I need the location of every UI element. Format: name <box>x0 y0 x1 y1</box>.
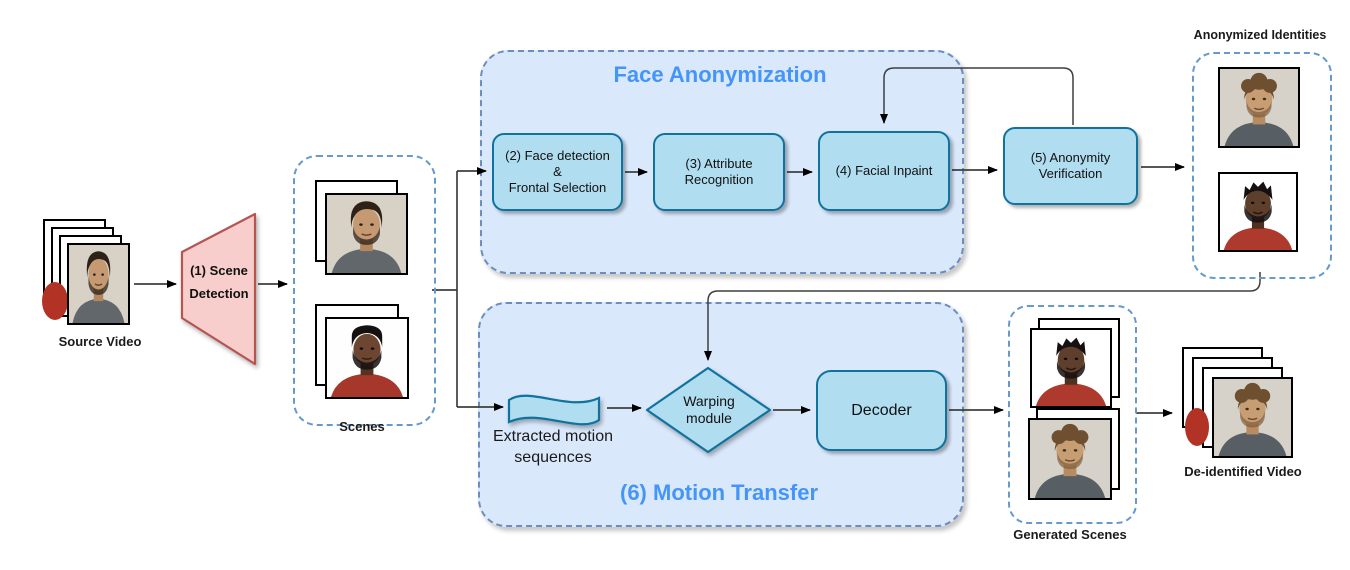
scene-top-photo <box>325 193 408 275</box>
node-facial-inpaint: (4) Facial Inpaint <box>818 131 950 211</box>
node-anonymity-verification: (5) Anonymity Verification <box>1003 127 1138 205</box>
node-face-detection: (2) Face detection & Frontal Selection <box>492 133 623 211</box>
source-red-shirt-peek <box>42 282 68 320</box>
generated-scenes-box <box>1008 305 1137 524</box>
anonymized-identities-box <box>1192 52 1332 279</box>
scene-bottom-photo <box>325 317 409 399</box>
motion-transfer-title: (6) Motion Transfer <box>619 480 819 505</box>
anonymized-bottom-photo <box>1218 172 1298 252</box>
deid-red-shirt-peek <box>1185 408 1209 446</box>
anonymized-top-photo <box>1218 67 1300 148</box>
generated-bottom-photo <box>1028 418 1112 500</box>
deidentified-video-label: De-identified Video <box>1184 464 1302 479</box>
anonymized-identities-label: Anonymized Identities <box>1193 28 1327 42</box>
generated-top-photo <box>1030 328 1112 408</box>
source-video-label: Source Video <box>58 334 142 349</box>
warping-module-label: Warping module <box>683 393 735 426</box>
node-decoder: Decoder <box>816 370 947 451</box>
face-anonymization-title: Face Anonymization <box>613 62 827 87</box>
source-video-photo <box>67 243 130 325</box>
extracted-motion-label: Extracted motion sequences <box>492 428 614 466</box>
scenes-label: Scenes <box>339 419 385 434</box>
scenes-group-box <box>293 155 436 426</box>
generated-scenes-label: Generated Scenes <box>1013 527 1127 542</box>
node-attribute-recognition: (3) Attribute Recognition <box>653 133 785 211</box>
scene-detection-label: (1) Scene Detection <box>189 263 249 301</box>
deidentified-video-photo <box>1212 377 1293 458</box>
